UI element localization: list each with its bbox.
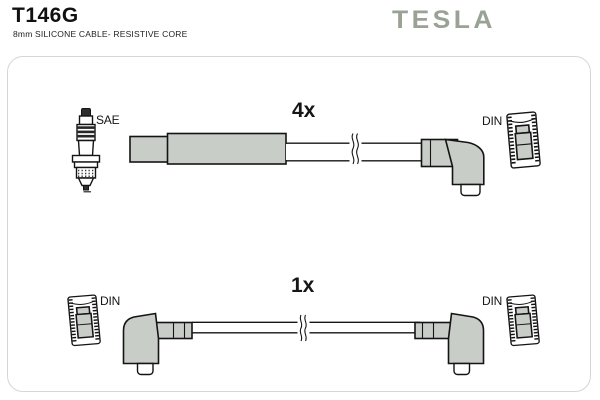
- sae-plug-label: SAE: [96, 113, 120, 127]
- din-terminal-top: [506, 111, 541, 169]
- cable-break-mark-top: [349, 133, 362, 165]
- distributor-boot-angled-top: [420, 138, 485, 197]
- din-terminal-bottom-right: [506, 294, 540, 347]
- diagram-frame: [7, 56, 591, 392]
- top-set-quantity-label: 4x: [292, 99, 316, 122]
- din-label-bottom-right: DIN: [482, 294, 503, 308]
- coil-boot-angled-bottom-right: [414, 312, 485, 376]
- cable-break-mark-bottom: [297, 314, 310, 342]
- din-label-top-right: DIN: [482, 114, 503, 128]
- ignition-cable-top: [286, 133, 422, 165]
- product-description: 8mm SILICONE CABLE- RESISTIVE CORE: [13, 29, 188, 39]
- part-number: T146G: [12, 4, 79, 27]
- bottom-set-quantity-label: 1x: [291, 274, 315, 297]
- spark-plug: [71, 108, 101, 193]
- coil-boot-angled-bottom-left: [122, 312, 193, 376]
- din-label-bottom-left: DIN: [100, 294, 121, 308]
- plug-boot-straight: [129, 132, 287, 165]
- brand-logo: TESLA: [392, 6, 496, 34]
- ignition-cable-bottom: [192, 314, 420, 342]
- din-terminal-bottom-left: [67, 294, 101, 347]
